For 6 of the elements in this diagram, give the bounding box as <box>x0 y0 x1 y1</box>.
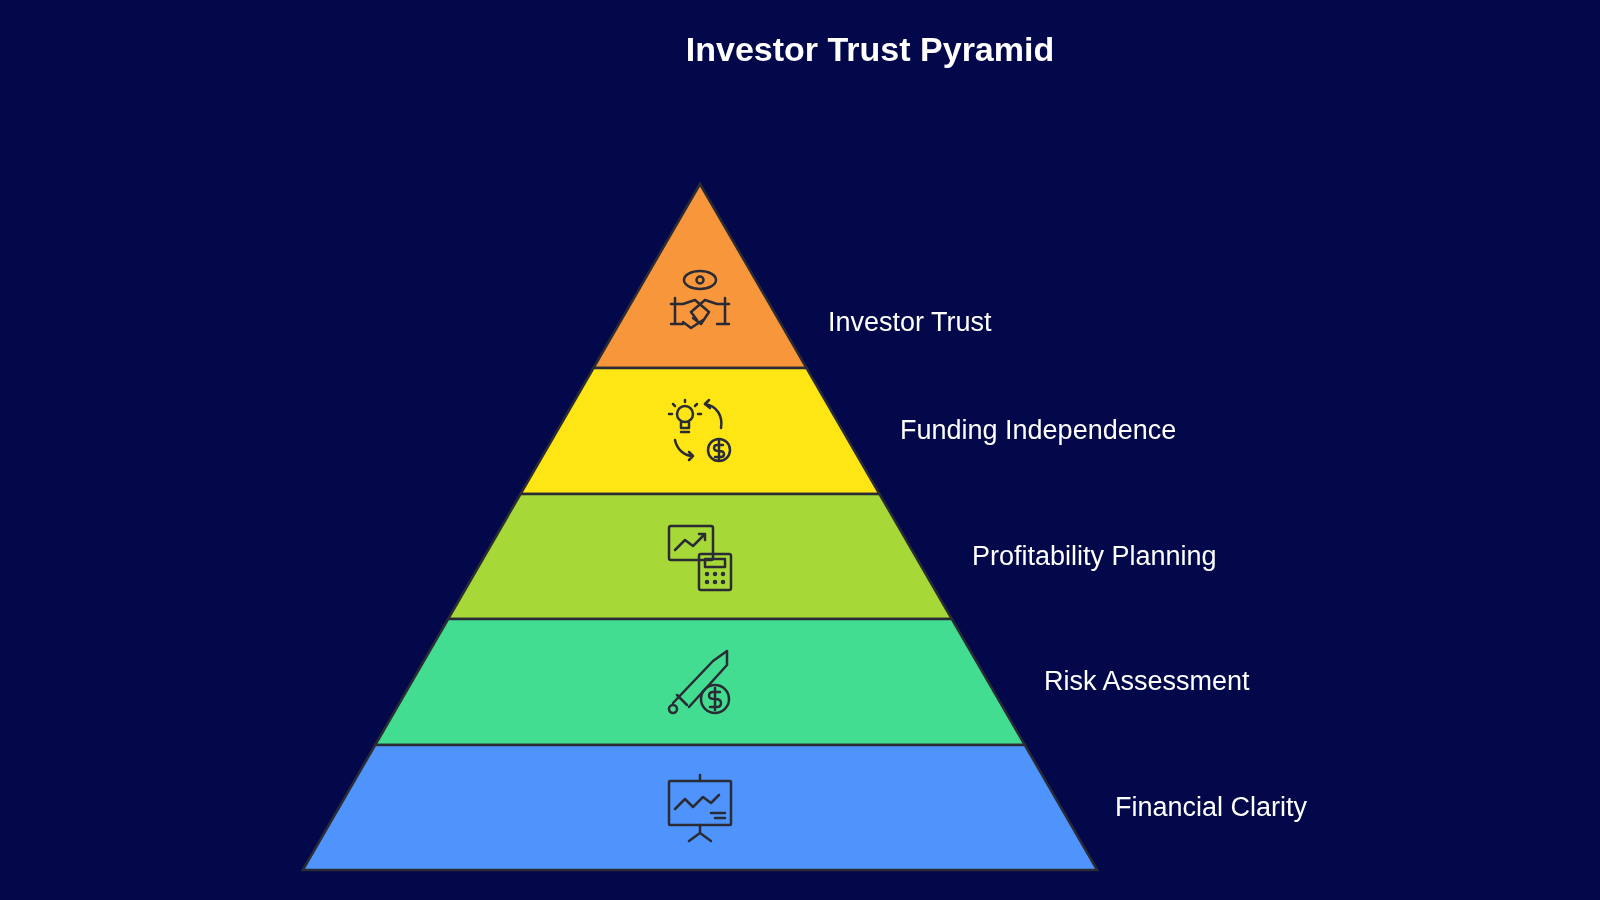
layer-label: Risk Assessment <box>1044 666 1250 697</box>
layer-label: Funding Independence <box>900 415 1177 446</box>
diagram-title: Investor Trust Pyramid <box>684 30 1056 69</box>
layer-label: Investor Trust <box>828 307 992 338</box>
layer-label: Financial Clarity <box>1115 791 1308 823</box>
layer-label: Profitability Planning <box>972 540 1217 572</box>
